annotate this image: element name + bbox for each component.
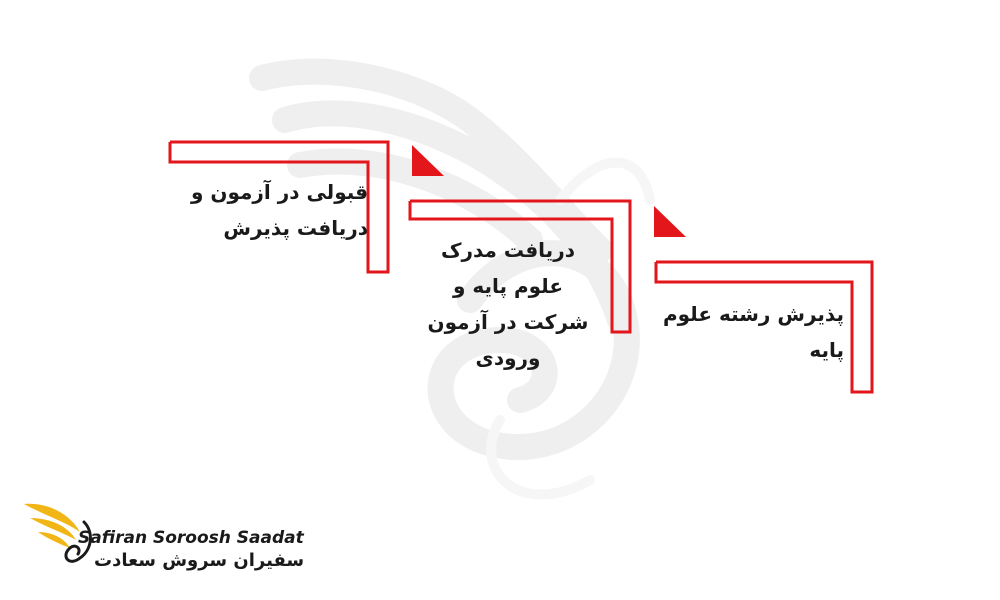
- step-1-frame: [168, 140, 390, 274]
- red-triangle-icon: [654, 206, 686, 237]
- logo-latin-name: Safiran Soroosh Saadat: [78, 528, 304, 548]
- step-3-frame: [654, 260, 874, 394]
- step-3-label: پذیرش رشته علوم پایه: [662, 302, 844, 362]
- step-1-label: قبولی در آزمون و دریافت پذیرش: [190, 180, 368, 240]
- step-2-label: دریافت مدرک علوم پایه و شرکت در آزمون ور…: [427, 238, 589, 370]
- logo-persian-name: سفیران سروش سعادت: [94, 550, 305, 571]
- company-logo: Safiran Soroosh Saadat سفیران سروش سعادت: [18, 492, 304, 582]
- red-triangle-icon: [412, 145, 444, 176]
- golden-wing-icon: [24, 503, 92, 563]
- step-2-frame: [408, 199, 632, 334]
